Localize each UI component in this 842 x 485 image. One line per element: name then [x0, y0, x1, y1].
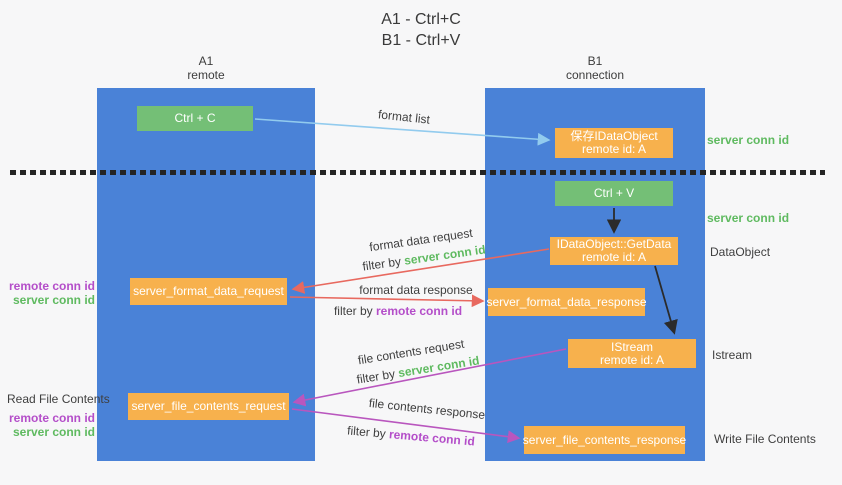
node-save-idataobject-line1: 保存IDataObject: [570, 129, 658, 143]
label-filter-file-response: filter by remote conn id: [346, 423, 476, 449]
lane-left-header: A1 remote: [97, 54, 315, 82]
label-file-contents-response: file contents response: [368, 395, 486, 423]
lane-right-title: B1: [587, 54, 603, 68]
annotation-istream: Istream: [712, 348, 753, 362]
annotation-conn-ids-bottom: remote conn id server conn id: [0, 411, 95, 439]
label-format-list: format list: [377, 107, 431, 127]
lane-left-title: A1: [198, 54, 214, 68]
label-filter-format-response: filter by remote conn id: [333, 304, 463, 318]
diagram-title: A1 - Ctrl+C B1 - Ctrl+V: [0, 9, 842, 51]
annotation-conn-ids-mid: remote conn id server conn id: [0, 279, 95, 307]
annotation-dataobject: DataObject: [710, 245, 771, 259]
node-istream-line1: IStream: [610, 339, 653, 354]
annotation-remote-conn-id-bottom: remote conn id: [8, 411, 95, 425]
session-separator-dotted-line: [10, 170, 825, 175]
node-istream: IStream remote id: A: [568, 339, 696, 368]
annotation-server-conn-id-top: server conn id: [707, 133, 790, 147]
node-server-format-data-request: server_format_data_request: [130, 278, 287, 305]
arrow-format-data-response: [289, 294, 485, 308]
lane-right-header: B1 connection: [485, 54, 705, 82]
node-idataobject-getdata-line1: IDataObject::GetData: [556, 237, 672, 251]
lane-left-subtitle: remote: [187, 68, 225, 82]
annotation-server-conn-id-left-bottom: server conn id: [12, 425, 95, 439]
node-idataobject-getdata: IDataObject::GetData remote id: A: [550, 237, 678, 265]
node-ctrl-v: Ctrl + V: [555, 181, 673, 206]
node-server-file-contents-response: server_file_contents_response: [522, 426, 687, 454]
annotation-write-file-contents: Write File Contents: [714, 432, 816, 446]
annotation-server-conn-id-mid: server conn id: [707, 211, 790, 225]
label-format-data-response: format data response: [359, 283, 473, 297]
node-save-idataobject-line2: remote id: A: [581, 142, 647, 156]
node-ctrl-c: Ctrl + C: [137, 106, 253, 131]
diagram-title-line2: B1 - Ctrl+V: [381, 32, 461, 49]
node-server-format-data-response: server_format_data_response: [486, 288, 647, 316]
node-server-file-contents-response-label: server_file_contents_response: [522, 432, 687, 447]
node-server-file-contents-request: server_file_contents_request: [128, 393, 289, 420]
lane-right-subtitle: connection: [565, 68, 625, 82]
node-ctrl-c-label: Ctrl + C: [174, 111, 216, 125]
annotation-server-conn-id-left-mid: server conn id: [12, 293, 95, 307]
annotation-remote-conn-id-mid: remote conn id: [8, 279, 95, 293]
filter-key-remote-conn-id: remote conn id: [376, 304, 463, 318]
filter-key-remote-conn-id: remote conn id: [388, 427, 476, 449]
node-server-format-data-response-label: server_format_data_response: [486, 294, 647, 309]
node-server-format-data-request-label: server_format_data_request: [133, 284, 284, 298]
node-istream-line2: remote id: A: [599, 352, 665, 367]
node-save-idataobject: 保存IDataObject remote id: A: [555, 128, 673, 158]
node-ctrl-v-label: Ctrl + V: [593, 186, 635, 200]
diagram-title-line1: A1 - Ctrl+C: [381, 11, 461, 28]
node-server-file-contents-request-label: server_file_contents_request: [131, 399, 286, 413]
node-idataobject-getdata-line2: remote id: A: [581, 250, 647, 264]
annotation-read-file-contents: Read File Contents: [7, 392, 110, 406]
